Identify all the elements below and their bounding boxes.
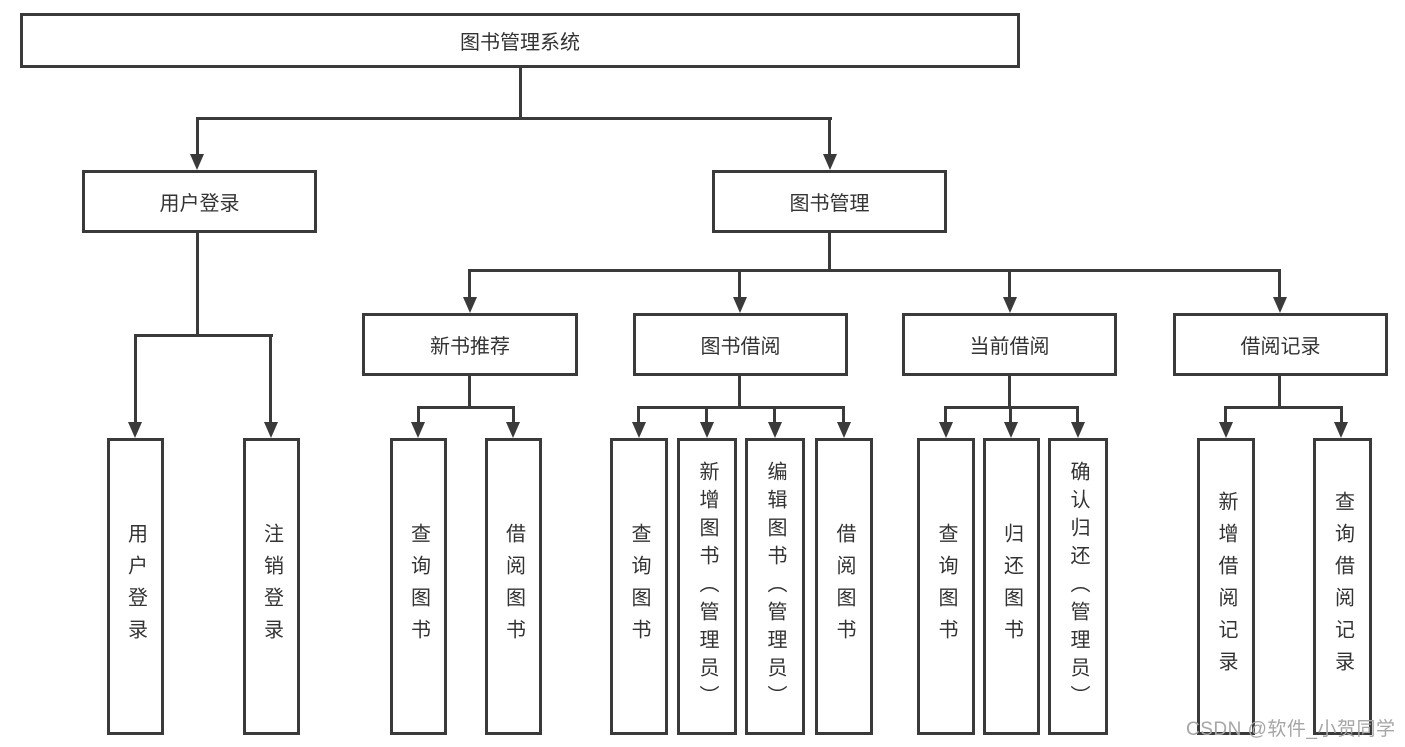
node-label: 编辑图书（管理员） [764,460,786,713]
node-label: 新书推荐 [430,336,510,358]
arrowhead-down-icon [463,297,477,313]
node-label: 借阅图书 [502,522,525,651]
arrowhead-down-icon [823,154,837,170]
connector-line [468,374,471,409]
node-root: 图书管理系统 [20,13,1020,68]
connector-line [738,374,741,409]
leaf-query-books-borrow: 查询图书 [610,438,668,735]
arrowhead-down-icon [190,154,204,170]
connector-line [1224,406,1227,423]
node-current-borrow: 当前借阅 [902,313,1117,376]
connector-line [1076,406,1079,423]
node-label: 借阅图书 [833,522,855,651]
arrowhead-down-icon [700,422,714,438]
connector-line [417,406,420,423]
leaf-borrow-books: 借阅图书 [815,438,873,735]
arrowhead-down-icon [939,422,953,438]
arrowhead-down-icon [1004,422,1018,438]
connector-line [196,117,199,157]
node-user-login: 用户登录 [82,170,317,233]
node-label: 用户登录 [124,522,147,651]
node-label: 新增图书（管理员） [696,460,718,713]
arrowhead-down-icon [733,297,747,313]
connector-line [842,406,845,423]
connector-line [1224,406,1343,409]
connector-line [773,406,776,423]
leaf-confirm-return-admin: 确认归还（管理员） [1048,438,1108,735]
connector-line [134,334,273,337]
node-label: 借阅记录 [1240,336,1321,358]
node-label: 图书借阅 [700,336,781,358]
node-label: 用户登录 [159,193,240,215]
connector-line [738,269,741,299]
leaf-query-books-recommend: 查询图书 [390,438,447,735]
node-label: 新增借阅记录 [1215,490,1237,683]
arrowhead-down-icon [264,422,278,438]
node-label: 查询图书 [407,522,430,651]
leaf-query-books-current: 查询图书 [917,438,975,735]
connector-line [512,406,515,423]
arrowhead-down-icon [506,422,520,438]
arrowhead-down-icon [128,422,142,438]
leaf-add-borrow-record: 新增借阅记录 [1197,438,1255,735]
node-label: 图书管理系统 [460,32,580,54]
connector-line [637,406,640,423]
connector-line [1340,406,1343,423]
arrowhead-down-icon [1071,422,1085,438]
connector-line [637,406,845,409]
node-book-management: 图书管理 [712,170,947,233]
leaf-logout: 注销登录 [243,438,300,735]
connector-line [1009,406,1012,423]
leaf-edit-book-admin: 编辑图书（管理员） [745,438,805,735]
connector-line [1008,269,1011,299]
watermark: CSDN @软件_小贺同学 [1186,719,1396,740]
arrowhead-down-icon [1219,422,1233,438]
leaf-borrow-books-recommend: 借阅图书 [485,438,542,735]
node-label: 确认归还（管理员） [1067,460,1089,713]
connector-line [828,233,831,271]
connector-line [468,269,1281,272]
arrowhead-down-icon [411,422,425,438]
node-label: 查询图书 [628,522,650,651]
connector-line [134,334,137,423]
connector-line [1278,269,1281,299]
arrowhead-down-icon [768,422,782,438]
connector-line [1278,374,1281,409]
connector-line [196,117,832,120]
arrowhead-down-icon [1334,422,1348,438]
connector-line [828,117,831,157]
connector-line [944,406,947,423]
connector-line [468,269,471,299]
arrowhead-down-icon [837,422,851,438]
connector-line [1008,374,1011,409]
node-label: 归还图书 [1000,522,1023,651]
connector-line [269,334,272,423]
connector-line [417,406,515,409]
arrowhead-down-icon [1273,297,1287,313]
connector-line [705,406,708,423]
node-label: 图书管理 [789,193,870,215]
connector-line [519,65,522,120]
arrowhead-down-icon [1003,297,1017,313]
node-label: 查询借阅记录 [1331,490,1354,683]
leaf-query-borrow-record: 查询借阅记录 [1313,438,1372,735]
node-label: 注销登录 [260,522,283,651]
leaf-return-book: 归还图书 [983,438,1040,735]
connector-line [196,233,199,336]
leaf-add-book-admin: 新增图书（管理员） [677,438,737,735]
node-book-borrow: 图书借阅 [633,313,848,376]
node-borrow-records: 借阅记录 [1173,313,1388,376]
leaf-user-login: 用户登录 [107,438,164,735]
node-label: 查询图书 [935,522,957,651]
node-label: 当前借阅 [969,336,1050,358]
arrowhead-down-icon [632,422,646,438]
node-new-book-recommend: 新书推荐 [362,313,578,376]
